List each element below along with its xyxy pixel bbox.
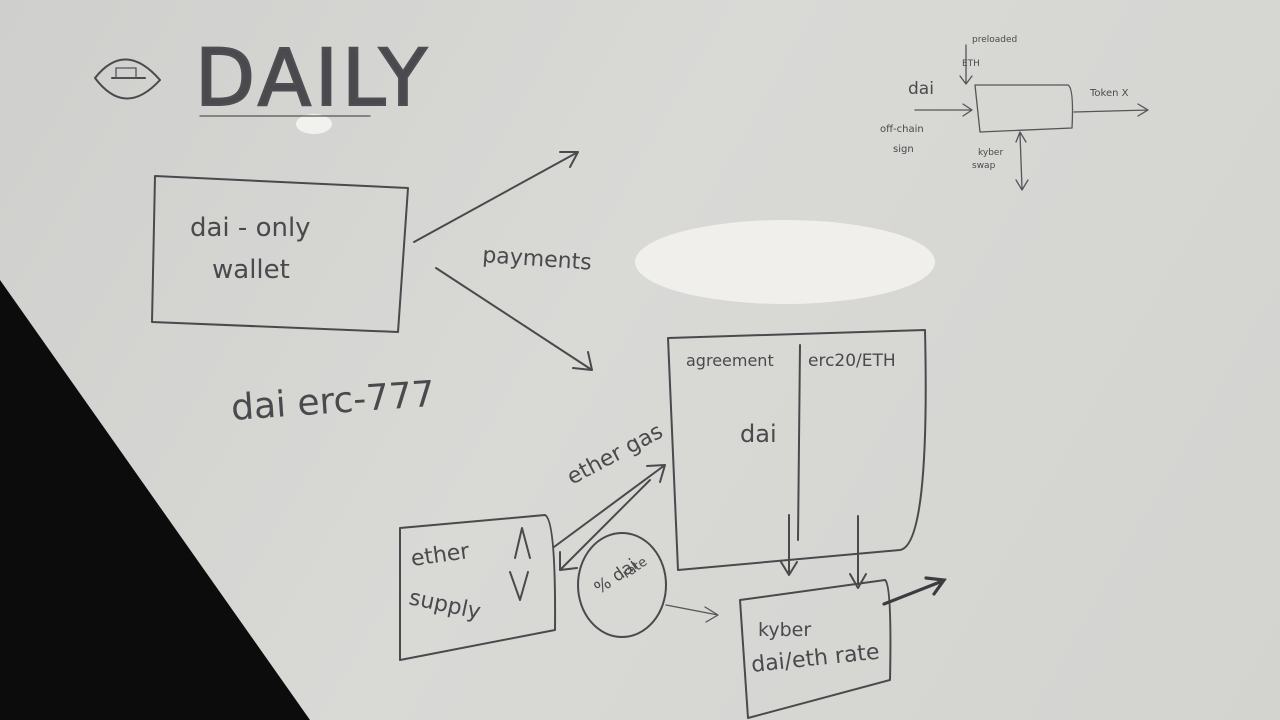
payments-label: payments [482, 243, 593, 276]
corner-left-label-2: sign [893, 144, 914, 155]
ether-gas-arrow [553, 464, 666, 548]
agreement-dai-label: dai [740, 420, 777, 448]
glare-spot [635, 220, 935, 304]
corner-top-label-1: preloaded [972, 35, 1017, 45]
up-down-arrow-icon [509, 527, 531, 601]
kyber-box [739, 579, 892, 719]
arrow-down-right [849, 515, 867, 589]
wallet-label-line2: wallet [212, 255, 290, 285]
payment-arrow-up [413, 151, 579, 243]
ether-supply-box [399, 514, 557, 661]
agreement-box [667, 329, 927, 571]
arrow-down-left [780, 514, 798, 576]
kyber-output-arrow [882, 576, 947, 606]
board-title: DAILY [195, 34, 431, 124]
corner-input-arrow [914, 103, 973, 117]
wallet-box [151, 175, 409, 333]
kyber-label-line1: kyber [758, 619, 811, 641]
corner-bottom-label-1: kyber [978, 148, 1003, 158]
kyber-label-line2: dai/eth rate [750, 640, 881, 678]
eye-logo-icon [94, 58, 161, 100]
supply-label-line1: ether [409, 539, 472, 572]
circle-to-kyber-arrow [665, 604, 719, 623]
erc20-eth-header: erc20/ETH [808, 351, 896, 371]
dai-erc-label: dai erc-777 [230, 374, 436, 429]
ether-gas-label: ether gas [563, 419, 667, 490]
corner-bottom-label-2: swap [972, 161, 996, 171]
return-arrow [559, 479, 651, 571]
supply-label-line2: supply [407, 585, 483, 625]
corner-diagram: dai preloaded ETH off-chain sign kyber s… [880, 35, 1149, 191]
corner-output-label: Token X [1089, 88, 1129, 99]
wallet-label-line1: dai - only [190, 213, 311, 243]
payment-arrow-down [435, 267, 593, 371]
corner-diagram-box [974, 84, 1074, 133]
dai-rate-circle [577, 532, 667, 638]
dark-corner [0, 280, 310, 720]
agreement-header: agreement [686, 351, 774, 370]
corner-bottom-arrow [1015, 131, 1029, 191]
corner-output-arrow [1073, 103, 1149, 117]
corner-input-label: dai [908, 79, 934, 99]
corner-top-arrow [959, 44, 973, 85]
corner-top-label-2: ETH [962, 59, 980, 69]
glare-spot-small [296, 114, 332, 134]
corner-left-label-1: off-chain [880, 124, 924, 135]
agreement-divider [797, 344, 801, 541]
